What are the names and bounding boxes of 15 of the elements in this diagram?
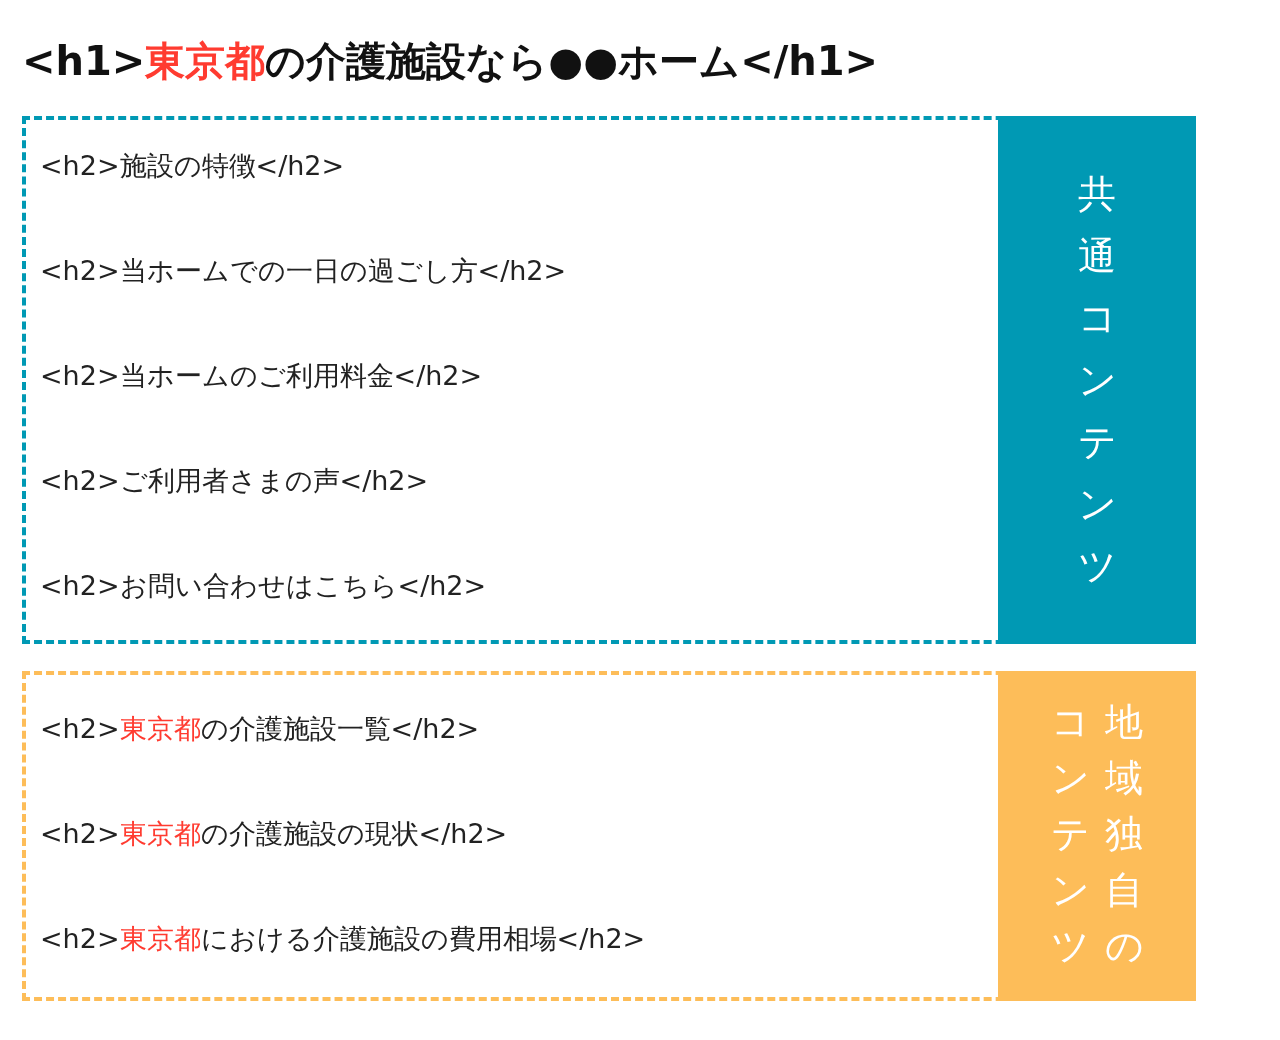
heading-text: <h2>施設の特徴</h2> <box>40 149 345 183</box>
dashed-frame <box>22 671 1196 1001</box>
heading-text: <h2>東京都における介護施設の費用相場</h2> <box>40 922 646 956</box>
heading-text: <h2>当ホームのご利用料金</h2> <box>40 359 483 393</box>
heading-text: <h2>ご利用者さまの声</h2> <box>40 464 429 498</box>
page-title: <h1>東京都の介護施設なら●●ホーム</h1> <box>22 37 879 86</box>
label-band <box>998 671 1196 1001</box>
heading-text: <h2>東京都の介護施設一覧</h2> <box>40 712 480 746</box>
heading-text: <h2>お問い合わせはこちら</h2> <box>40 569 487 603</box>
heading-text: <h2>当ホームでの一日の過ごし方</h2> <box>40 254 567 288</box>
dashed-frame <box>22 116 1196 644</box>
band-text: 地域独自のコンテンツ <box>1050 698 1144 970</box>
label-band <box>998 116 1196 644</box>
heading-text: <h2>東京都の介護施設の現状</h2> <box>40 817 508 851</box>
band-text: 共通コンテンツ <box>1077 171 1117 590</box>
